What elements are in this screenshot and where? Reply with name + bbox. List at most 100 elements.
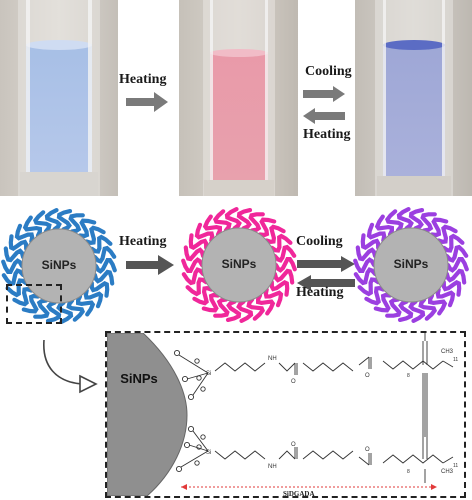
ligand-strand (384, 209, 404, 233)
heating-label-top: Heating (119, 72, 167, 87)
ligand-strand (445, 257, 469, 273)
ligand-strand (89, 280, 110, 298)
repeat-11-bottom: 11 (453, 463, 458, 469)
carbonyl-o-bottom: O (291, 442, 296, 448)
ligand-strand (89, 234, 113, 254)
ligand-strand (3, 246, 26, 263)
ligand-strand (436, 224, 458, 245)
ligand-strand (5, 278, 29, 298)
ligand-strand (181, 257, 205, 273)
heating-arrow-middle (126, 255, 174, 275)
ligand-strand (181, 267, 206, 286)
ligand-strand (257, 217, 277, 238)
ligand-strand (246, 297, 266, 321)
ligand-strand (420, 212, 437, 233)
ligand-strand (213, 297, 230, 318)
ligand-strand (441, 233, 465, 253)
carbonyl-o2-bottom: O (365, 447, 370, 453)
cuvette-photo-blue (0, 0, 118, 196)
ligand-strand (428, 293, 448, 316)
ligand-strand (444, 268, 467, 285)
ligand-strand (224, 207, 242, 231)
ligand-strand (56, 300, 74, 324)
ligand-strand (435, 287, 456, 308)
ligand-strand (32, 210, 52, 234)
si-atom-bottom: Si (206, 450, 211, 456)
ligand-strand (185, 277, 209, 297)
cooling-label-middle: Cooling (296, 234, 343, 249)
ligand-strand (397, 299, 414, 322)
ligand-strand (225, 299, 242, 322)
ligand-strand (212, 209, 232, 233)
zoom-molecule-diagram: Si Si NH NH O O O O 8 8 CH3 CH3 11 11 (107, 333, 458, 496)
zoom-panel: Si Si NH NH O O O O 8 8 CH3 CH3 11 11 Si… (105, 331, 466, 498)
heating-label-middle-reverse: Heating (296, 285, 344, 300)
ligand-strand (14, 223, 35, 244)
sinp-pink-label: SiNPs (221, 257, 257, 271)
zoom-selection-box (6, 284, 62, 324)
ligand-strand (360, 233, 381, 251)
zoom-sinp-label: SiNPs (120, 371, 158, 386)
sinp-purple-label: SiNPs (393, 257, 429, 271)
ligand-strand (183, 245, 206, 262)
ligand-strand (92, 245, 117, 264)
ligand-strand (264, 224, 286, 245)
ligand-strand (194, 222, 215, 243)
cooling-arrow-top (303, 86, 345, 102)
ligand-strand (366, 222, 387, 243)
ligand-strand (263, 287, 284, 308)
ligand-strand (84, 225, 106, 246)
sinp-blue-label: SiNPs (41, 258, 77, 272)
repeat-8-bottom: 8 (407, 469, 410, 475)
carbonyl-o2-top: O (365, 373, 370, 379)
ligand-strand (272, 268, 295, 285)
ligand-strand (22, 215, 42, 238)
ligand-strand (83, 288, 104, 309)
ligand-strand (385, 297, 402, 318)
ligand-strand (374, 214, 394, 237)
ligand-strand (441, 279, 462, 297)
cuvette-photo-red (179, 0, 298, 196)
heating-label-top-reverse: Heating (303, 127, 351, 142)
ligand-strand (188, 233, 209, 251)
ligand-strand (269, 279, 290, 297)
ligand-strand (93, 258, 117, 274)
ligand-strand (364, 285, 386, 306)
ligand-strand (269, 233, 293, 253)
ligand-strand (76, 294, 96, 317)
heating-label-middle: Heating (119, 234, 167, 249)
ligand-strand (66, 298, 86, 322)
ligand-strand (68, 213, 85, 234)
ligand-strand (373, 292, 393, 313)
ligand-strand (192, 285, 214, 306)
ch3-top: CH3 (441, 349, 454, 355)
heating-arrow-top-reverse (303, 108, 345, 124)
cooling-arrow-middle (297, 256, 355, 272)
repeat-8-top: 8 (407, 373, 410, 379)
heating-arrow-middle-reverse (297, 275, 355, 291)
sidgada-label: SiDGADA (283, 490, 315, 498)
ch3-bottom: CH3 (441, 469, 454, 475)
si-atom-top: Si (206, 371, 211, 377)
ligand-strand (429, 217, 449, 238)
ligand-strand (33, 298, 50, 319)
ligand-strand (256, 293, 276, 316)
ligand-strand (201, 292, 221, 313)
ligand-strand (353, 267, 378, 286)
ligand-strand (12, 286, 34, 307)
carbonyl-o-top: O (291, 379, 296, 385)
heating-arrow-top (126, 92, 168, 112)
ligand-strand (45, 300, 62, 323)
zoom-curved-arrow (43, 339, 98, 394)
ligand-strand (272, 244, 297, 263)
ligand-strand (8, 234, 29, 252)
ligand-strand (56, 209, 73, 232)
nh-top: NH (268, 356, 277, 362)
repeat-11-top: 11 (453, 357, 458, 363)
ligand-strand (355, 245, 378, 262)
ligand-strand (273, 257, 297, 273)
ligand-strand (1, 258, 25, 274)
ligand-strand (77, 218, 97, 239)
nh-bottom: NH (268, 464, 277, 470)
ligand-strand (408, 299, 426, 323)
